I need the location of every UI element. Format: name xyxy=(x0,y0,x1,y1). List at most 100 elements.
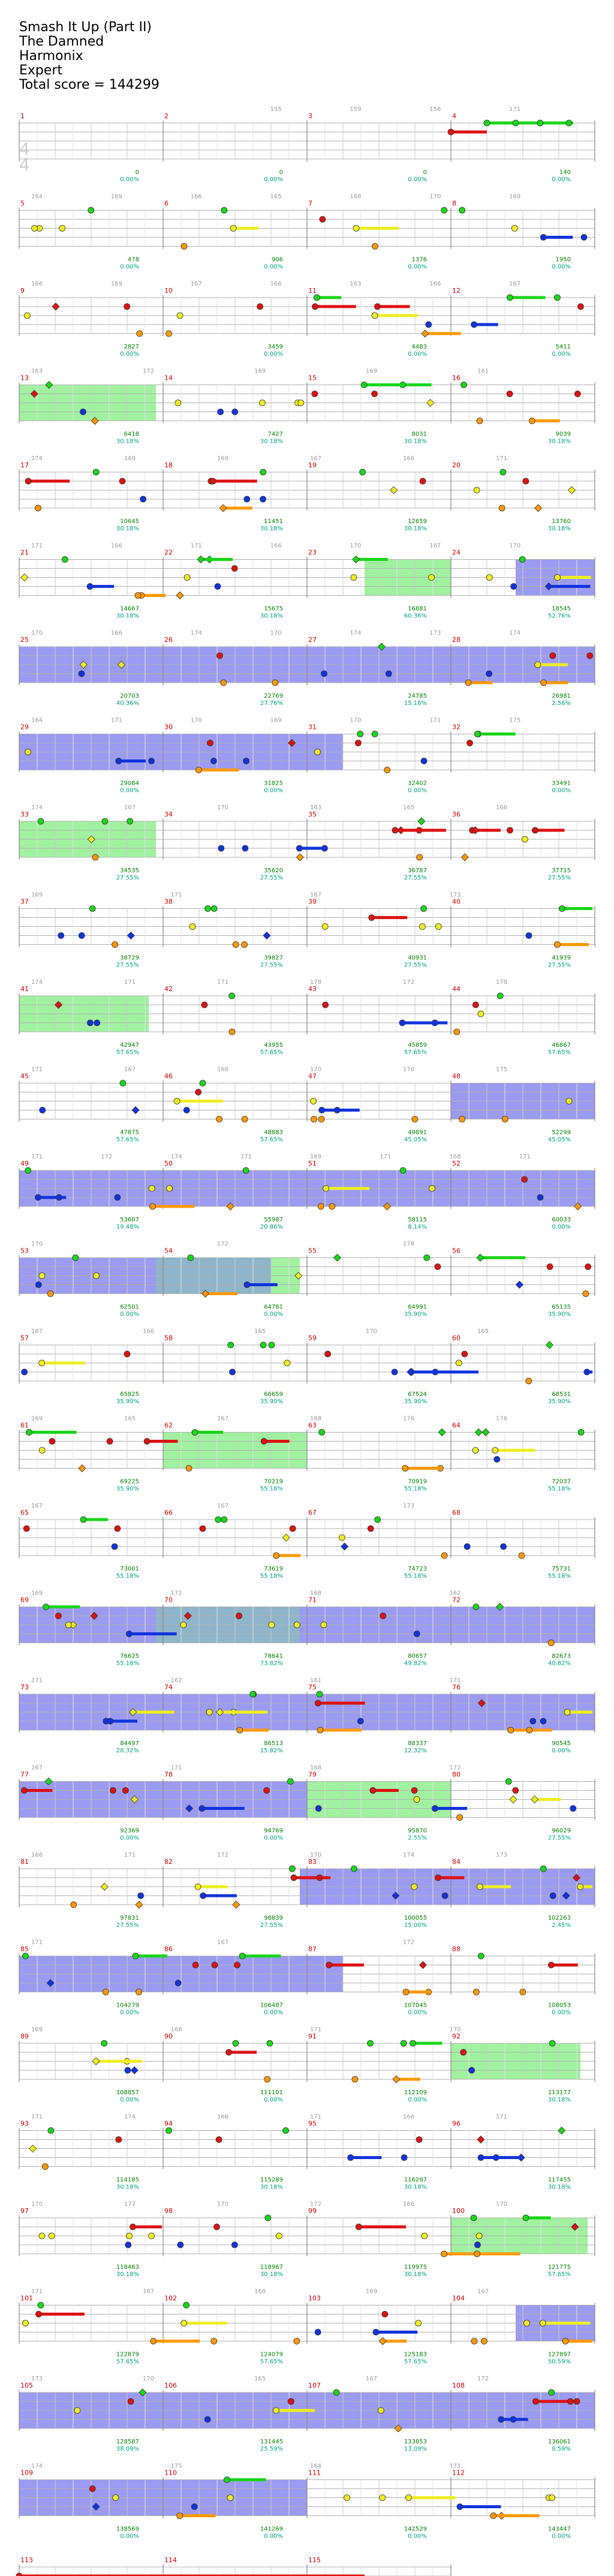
measure-number: 8 xyxy=(452,200,456,208)
note-red xyxy=(106,1438,113,1445)
measure-number: 30 xyxy=(164,723,173,731)
tempo-marker: 168 xyxy=(310,1590,321,1597)
note-blue xyxy=(420,758,428,764)
hopo-note-green xyxy=(44,1777,53,1786)
note-red xyxy=(567,2398,574,2405)
tempo-marker: 170 xyxy=(429,194,441,200)
hopo-note-yellow xyxy=(282,1533,290,1542)
tempo-marker: 167 xyxy=(509,281,520,287)
measure-percent: 35.90% xyxy=(404,1311,427,1318)
tempo-marker: 171 xyxy=(496,2114,507,2121)
measure-score: 140 xyxy=(559,169,571,176)
note-blue xyxy=(148,758,155,764)
measure-percent: 30.18% xyxy=(116,439,139,445)
note-red xyxy=(411,1787,418,1794)
note-red xyxy=(512,1787,519,1794)
measure-number: 22 xyxy=(164,549,173,557)
note-orange xyxy=(553,941,561,948)
measure-score: 39827 xyxy=(264,955,283,962)
note-yellow xyxy=(379,2494,386,2501)
note-yellow xyxy=(577,1883,584,1890)
note-orange xyxy=(241,941,248,948)
tempo-marker: 166 xyxy=(111,630,122,637)
tempo-marker: 171 xyxy=(124,1852,136,1859)
measure-number: 102 xyxy=(164,2295,177,2302)
tempo-marker: 169 xyxy=(310,1154,321,1160)
measure-number: 85 xyxy=(20,1945,29,1953)
tempo-marker: 172 xyxy=(310,2201,321,2208)
note-blue xyxy=(318,1107,326,1113)
measure-score: 115289 xyxy=(260,2177,283,2184)
measure-percent: 0.00% xyxy=(552,176,571,183)
tempo-marker: 168 xyxy=(350,194,361,200)
note-yellow xyxy=(180,2320,188,2326)
tempo-marker: 168 xyxy=(310,1765,321,1772)
measure-number: 100 xyxy=(452,2207,465,2215)
measure-percent: 55.18% xyxy=(116,1661,139,1667)
hopo-note-yellow xyxy=(100,1883,109,1891)
note-blue xyxy=(35,1194,41,1201)
note-blue xyxy=(431,1019,438,1026)
measure-percent: 57.65% xyxy=(116,1049,139,1056)
note-red xyxy=(392,827,399,834)
tempo-marker: 174 xyxy=(31,2463,43,2470)
measure-percent: 0.00% xyxy=(408,264,427,271)
measure-percent: 0.00% xyxy=(408,2533,427,2540)
measure-number: 6 xyxy=(164,200,168,208)
measure-score: 41939 xyxy=(552,955,571,962)
measure-number: 114 xyxy=(164,2556,177,2564)
note-red xyxy=(416,2136,423,2143)
note-green xyxy=(367,2040,374,2047)
note-green xyxy=(127,818,134,825)
note-blue xyxy=(243,496,251,503)
note-green xyxy=(43,1604,50,1610)
measure-number: 44 xyxy=(452,985,460,993)
measure-percent: 27.55% xyxy=(260,962,283,969)
measure-number: 69 xyxy=(20,1596,29,1604)
note-orange xyxy=(150,2338,157,2344)
note-orange xyxy=(136,330,143,337)
hopo-note-green xyxy=(197,555,205,564)
hopo-note-green xyxy=(481,1428,490,1437)
tempo-marker: 174 xyxy=(350,630,361,637)
measure-number: 68 xyxy=(452,1509,460,1517)
tempo-marker: 170 xyxy=(31,630,43,637)
song-studio: Harmonix xyxy=(19,49,83,64)
measure-score: 0 xyxy=(279,169,283,176)
note-green xyxy=(25,1167,32,1174)
note-green xyxy=(183,2302,190,2308)
chart-row xyxy=(19,380,595,425)
measure-score: 65825 xyxy=(120,1391,139,1398)
tempo-marker: 171 xyxy=(429,717,441,724)
tempo-marker: 167 xyxy=(217,1503,228,1509)
note-red xyxy=(257,303,264,310)
hopo-note-blue xyxy=(341,1542,349,1551)
measure-percent: 30.18% xyxy=(548,439,571,445)
tempo-marker: 171 xyxy=(31,1154,43,1160)
note-red xyxy=(380,1613,387,1619)
note-green xyxy=(80,1516,87,1523)
tempo-marker: 171 xyxy=(450,1677,461,1684)
chart-row xyxy=(19,2214,595,2257)
note-green xyxy=(239,1953,246,1959)
note-yellow xyxy=(314,749,321,755)
tempo-marker: 169 xyxy=(366,368,377,375)
measure-number: 113 xyxy=(20,2556,33,2564)
tempo-marker: 169 xyxy=(270,717,282,724)
measure-number: 5 xyxy=(20,200,25,208)
measure-score: 62501 xyxy=(120,1304,139,1311)
measure-number: 42 xyxy=(164,985,173,993)
note-yellow xyxy=(180,1622,187,1628)
note-green xyxy=(357,731,364,737)
note-orange xyxy=(241,1116,248,1122)
measure-number: 93 xyxy=(20,2120,29,2128)
note-yellow xyxy=(176,312,183,319)
note-red xyxy=(522,478,529,485)
note-red xyxy=(585,1263,592,1270)
tempo-marker: 166 xyxy=(111,543,122,550)
note-green xyxy=(549,2040,556,2047)
note-yellow xyxy=(166,1185,173,1192)
measure-number: 41 xyxy=(20,985,29,993)
measure-percent: 60.36% xyxy=(404,613,427,620)
